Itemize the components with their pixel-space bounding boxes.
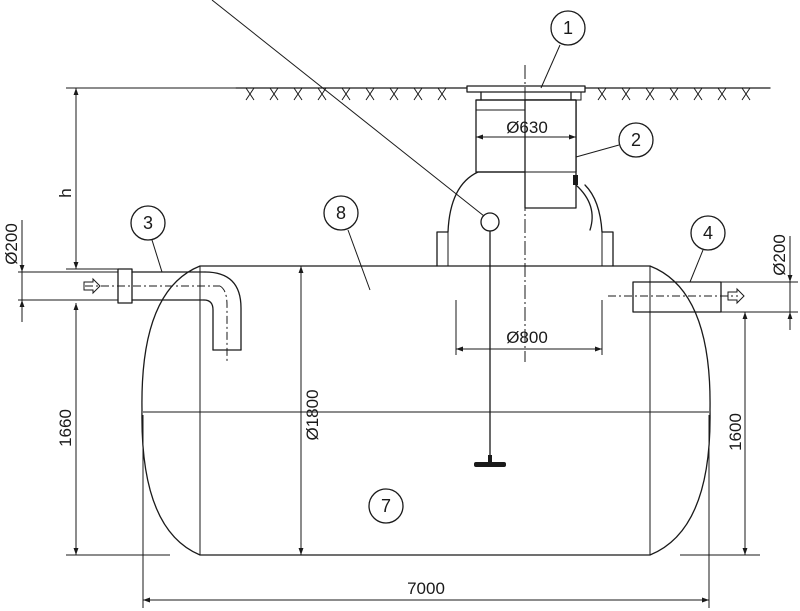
callout-8: 8 — [323, 195, 371, 291]
leader-line-indicator — [211, 0, 485, 217]
dimension-tank-length: 7000 — [142, 415, 710, 608]
callout-7-label: 7 — [381, 496, 391, 516]
dimension-tank-length-label: 7000 — [407, 579, 445, 598]
inlet-pipe — [85, 268, 242, 362]
callout-1: 1 — [540, 10, 586, 89]
outlet-pipe — [608, 281, 738, 313]
dimension-outlet-diameter-label: Ø200 — [770, 234, 789, 276]
shaft-extension — [475, 99, 593, 231]
dimension-outlet-height: 1600 — [680, 312, 760, 556]
tank-body — [141, 265, 711, 556]
dimension-inlet-diameter: Ø200 — [2, 220, 118, 322]
dimension-tank-diameter-label: Ø1800 — [303, 389, 322, 440]
dimension-tank-diameter: Ø1800 — [298, 266, 322, 555]
callout-4: 4 — [689, 215, 726, 283]
dimension-inlet-height-label: 1660 — [56, 409, 75, 447]
callout-2-label: 2 — [631, 130, 641, 150]
callout-8-label: 8 — [336, 203, 346, 223]
outlet-flow-arrow — [727, 287, 745, 305]
callout-4-label: 4 — [703, 223, 713, 243]
dimension-outlet-diameter: Ø200 — [721, 234, 798, 330]
dimension-shaft-diameter-label: Ø630 — [506, 118, 548, 137]
dimension-inlet-diameter-label: Ø200 — [2, 223, 21, 265]
level-indicator — [474, 212, 506, 467]
dimension-outlet-height-label: 1600 — [726, 413, 745, 451]
callout-3: 3 — [130, 205, 166, 273]
dimension-inlet-height: 1660 — [56, 303, 170, 556]
manhole-cover — [466, 85, 586, 101]
dimension-shaft-diameter: Ø630 — [476, 118, 576, 140]
dimension-h: h — [56, 87, 236, 270]
dimension-dome-diameter-label: Ø800 — [506, 328, 548, 347]
callout-7: 7 — [368, 488, 404, 524]
inlet-flow-arrow — [83, 277, 101, 295]
dimension-h-label: h — [56, 188, 75, 197]
callout-2: 2 — [575, 122, 654, 158]
callout-1-label: 1 — [563, 18, 573, 38]
dimension-dome-diameter: Ø800 — [455, 300, 603, 355]
callout-3-label: 3 — [143, 213, 153, 233]
